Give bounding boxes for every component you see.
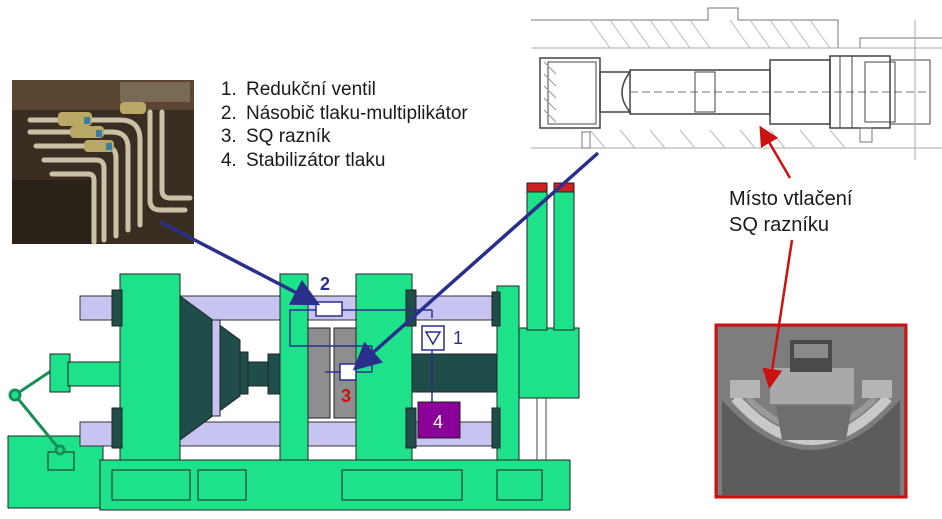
- pipes-to-multiplier-arrow: [159, 220, 321, 306]
- component-legend: Redukční ventil Násobič tlaku-multipliká…: [208, 78, 468, 172]
- platens: [111, 182, 580, 461]
- rear-cylinder: [67, 361, 121, 387]
- legend-item-2: Násobič tlaku-multiplikátor: [242, 102, 468, 126]
- callout-line-1: Místo vtlačení: [729, 188, 853, 210]
- legend-item-4: Stabilizátor tlaku: [242, 149, 468, 173]
- pressure-stabilizer-box: [417, 401, 461, 439]
- hydraulic-pipes-photo: [12, 80, 194, 245]
- label-1: 1: [453, 328, 463, 348]
- pressure-multiplier-symbol: [315, 301, 343, 317]
- callout-line-2: SQ razníku: [729, 214, 830, 236]
- label-2: 2: [320, 274, 330, 294]
- pressed-part-photo: [714, 323, 908, 499]
- legend-item-3: SQ razník: [242, 125, 468, 149]
- machine-base: [7, 435, 571, 511]
- reducing-valve-symbol: [421, 325, 445, 351]
- press-point-callout: Místo vtlačení SQ razníku: [729, 186, 852, 238]
- label-4: 4: [433, 412, 443, 432]
- legend-item-1: Redukční ventil: [242, 78, 468, 102]
- callout-to-photo-arrow: [762, 239, 794, 389]
- callout-to-drawing-arrow: [759, 125, 792, 179]
- technical-drawing: [531, 7, 942, 160]
- drawing-to-punch-arrow: [352, 151, 600, 371]
- sq-punch-symbol: [339, 363, 357, 381]
- label-3: 3: [341, 386, 351, 406]
- rear-cylinder-cap: [49, 353, 71, 393]
